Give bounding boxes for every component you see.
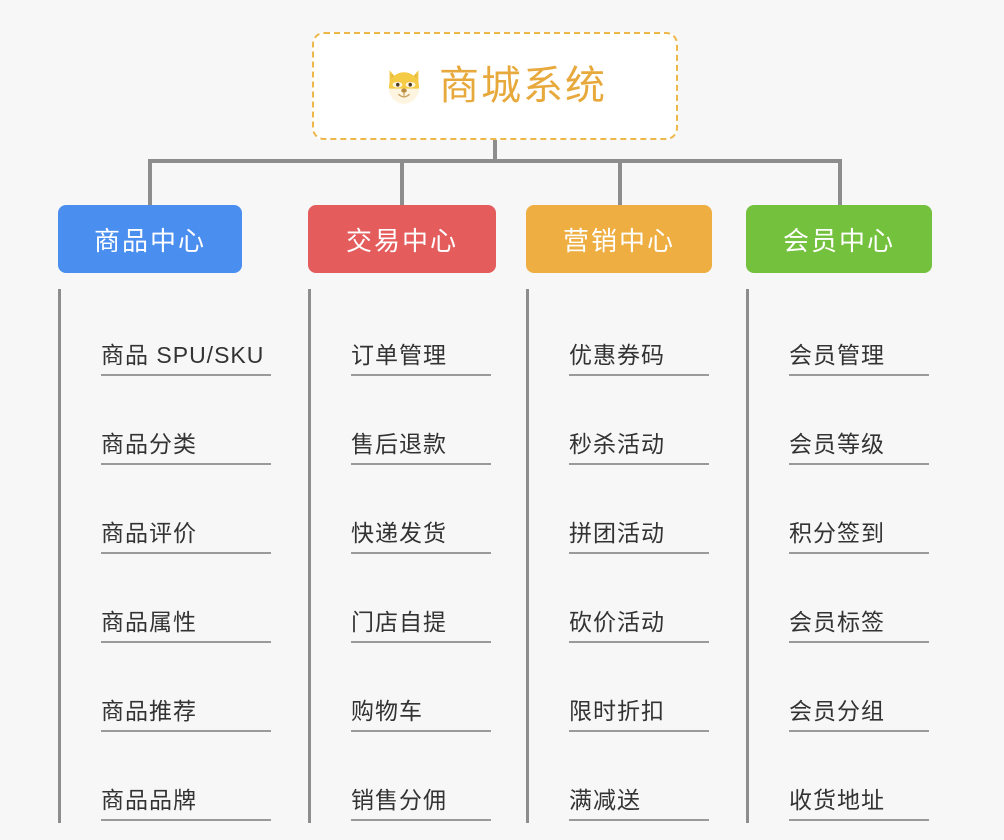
list-item[interactable]: 会员标签 bbox=[765, 556, 958, 645]
item-label: 商品 SPU/SKU bbox=[101, 342, 271, 376]
item-label: 积分签到 bbox=[789, 520, 929, 554]
item-label: 拼团活动 bbox=[569, 520, 709, 554]
category-header-marketing[interactable]: 营销中心 bbox=[526, 205, 712, 273]
item-label: 购物车 bbox=[351, 698, 491, 732]
list-item[interactable]: 商品属性 bbox=[77, 556, 288, 645]
list-item[interactable]: 购物车 bbox=[327, 645, 526, 734]
connector-drop-1 bbox=[148, 159, 152, 205]
item-label: 会员分组 bbox=[789, 698, 929, 732]
list-item[interactable]: 销售分佣 bbox=[327, 734, 526, 823]
category-header-product[interactable]: 商品中心 bbox=[58, 205, 242, 273]
item-label: 门店自提 bbox=[351, 609, 491, 643]
list-item[interactable]: 门店自提 bbox=[327, 556, 526, 645]
list-item[interactable]: 商品评价 bbox=[77, 467, 288, 556]
list-item[interactable]: 快递发货 bbox=[327, 467, 526, 556]
category-header-trade[interactable]: 交易中心 bbox=[308, 205, 496, 273]
connector-drop-4 bbox=[838, 159, 842, 205]
connector-horizontal-bus bbox=[148, 159, 842, 163]
item-label: 会员等级 bbox=[789, 431, 929, 465]
item-label: 会员管理 bbox=[789, 342, 929, 376]
category-column-product: 商品中心 商品 SPU/SKU 商品分类 商品评价 商品属性 商品推荐 商品品牌 bbox=[58, 205, 288, 823]
list-item[interactable]: 商品分类 bbox=[77, 378, 288, 467]
item-label: 满减送 bbox=[569, 787, 709, 821]
item-label: 商品评价 bbox=[101, 520, 271, 554]
item-label: 秒杀活动 bbox=[569, 431, 709, 465]
item-label: 商品属性 bbox=[101, 609, 271, 643]
list-item[interactable]: 会员等级 bbox=[765, 378, 958, 467]
list-item[interactable]: 会员分组 bbox=[765, 645, 958, 734]
connector-drop-3 bbox=[618, 159, 622, 205]
item-label: 商品推荐 bbox=[101, 698, 271, 732]
category-header-member[interactable]: 会员中心 bbox=[746, 205, 932, 273]
item-label: 会员标签 bbox=[789, 609, 929, 643]
list-item[interactable]: 商品推荐 bbox=[77, 645, 288, 734]
category-column-marketing: 营销中心 优惠券码 秒杀活动 拼团活动 砍价活动 限时折扣 满减送 bbox=[526, 205, 740, 823]
connector-root-stem bbox=[493, 140, 497, 162]
list-item[interactable]: 限时折扣 bbox=[545, 645, 740, 734]
list-item[interactable]: 砍价活动 bbox=[545, 556, 740, 645]
list-item[interactable]: 售后退款 bbox=[327, 378, 526, 467]
list-item[interactable]: 拼团活动 bbox=[545, 467, 740, 556]
list-item[interactable]: 秒杀活动 bbox=[545, 378, 740, 467]
list-item[interactable]: 满减送 bbox=[545, 734, 740, 823]
item-label: 订单管理 bbox=[351, 342, 491, 376]
item-list-product: 商品 SPU/SKU 商品分类 商品评价 商品属性 商品推荐 商品品牌 bbox=[58, 289, 288, 823]
connector-drop-2 bbox=[400, 159, 404, 205]
list-item[interactable]: 优惠券码 bbox=[545, 289, 740, 378]
list-item[interactable]: 商品 SPU/SKU bbox=[77, 289, 288, 378]
list-item[interactable]: 会员管理 bbox=[765, 289, 958, 378]
item-label: 商品品牌 bbox=[101, 787, 271, 821]
root-title: 商城系统 bbox=[439, 64, 607, 108]
item-list-member: 会员管理 会员等级 积分签到 会员标签 会员分组 收货地址 bbox=[746, 289, 958, 823]
list-item[interactable]: 积分签到 bbox=[765, 467, 958, 556]
item-label: 限时折扣 bbox=[569, 698, 709, 732]
item-label: 售后退款 bbox=[351, 431, 491, 465]
item-label: 优惠券码 bbox=[569, 342, 709, 376]
item-list-trade: 订单管理 售后退款 快递发货 门店自提 购物车 销售分佣 bbox=[308, 289, 526, 823]
list-item[interactable]: 订单管理 bbox=[327, 289, 526, 378]
item-label: 收货地址 bbox=[789, 787, 929, 821]
category-column-member: 会员中心 会员管理 会员等级 积分签到 会员标签 会员分组 收货地址 bbox=[746, 205, 958, 823]
list-item[interactable]: 商品品牌 bbox=[77, 734, 288, 823]
item-label: 销售分佣 bbox=[351, 787, 491, 821]
item-label: 砍价活动 bbox=[569, 609, 709, 643]
shiba-dog-emoji bbox=[383, 65, 425, 107]
item-label: 快递发货 bbox=[351, 520, 491, 554]
list-item[interactable]: 收货地址 bbox=[765, 734, 958, 823]
root-node-mall-system[interactable]: 商城系统 bbox=[312, 32, 678, 140]
item-label: 商品分类 bbox=[101, 431, 271, 465]
category-column-trade: 交易中心 订单管理 售后退款 快递发货 门店自提 购物车 销售分佣 bbox=[308, 205, 526, 823]
item-list-marketing: 优惠券码 秒杀活动 拼团活动 砍价活动 限时折扣 满减送 bbox=[526, 289, 740, 823]
